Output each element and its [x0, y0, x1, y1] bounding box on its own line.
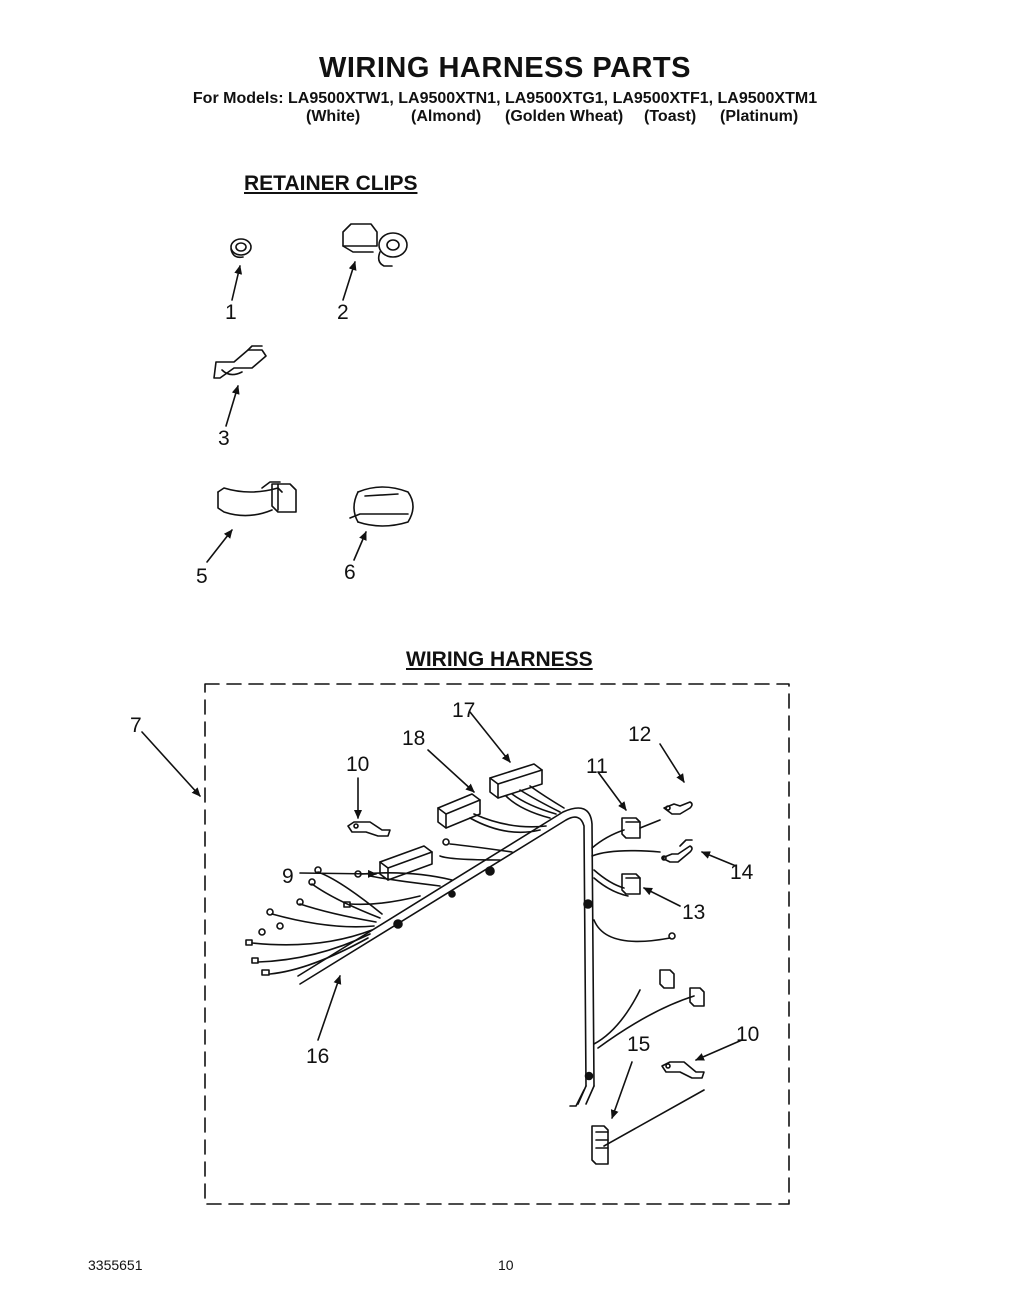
harness-left-branch-wires [251, 843, 513, 975]
callout-12: 12 [628, 723, 652, 746]
harness-terminal-10-upper [347, 821, 391, 837]
harness-tape-markers [393, 866, 594, 1081]
callout-10-upper: 10 [346, 753, 370, 776]
callout-1: 1 [225, 301, 237, 324]
page-title: WIRING HARNESS PARTS [319, 52, 691, 84]
color-toast: (Toast) [644, 108, 697, 125]
page-number: 10 [498, 1257, 514, 1273]
harness-right-branch-wires [591, 829, 705, 1147]
retainer-clip-3 [213, 345, 267, 379]
callout-5: 5 [196, 565, 208, 588]
callout-9: 9 [282, 865, 294, 888]
harness-connector-17 [489, 763, 543, 799]
callout-18: 18 [402, 727, 426, 750]
harness-terminal-10-lower [661, 1061, 705, 1079]
retainer-clip-2 [342, 223, 408, 267]
harness-connector-13 [621, 873, 641, 895]
harness-connector-9 [379, 845, 433, 881]
color-platinum: (Platinum) [720, 108, 799, 125]
harness-terminal-14 [661, 839, 693, 863]
callout-14: 14 [730, 861, 754, 884]
retainer-clips-heading: RETAINER CLIPS [244, 172, 418, 195]
color-almond: (Almond) [411, 108, 482, 125]
callout-2: 2 [337, 301, 349, 324]
retainer-clip-6 [349, 486, 414, 527]
harness-trunk [297, 807, 595, 1105]
harness-connector-15 [591, 1125, 609, 1165]
callout-13: 13 [682, 901, 706, 924]
callout-17: 17 [452, 699, 476, 722]
harness-boundary-box [204, 683, 790, 1205]
harness-connector-11 [621, 817, 661, 839]
harness-connector-18 [437, 793, 481, 829]
harness-connector-mid-right [659, 969, 705, 1007]
models-line: For Models: LA9500XTW1, LA9500XTN1, LA95… [192, 90, 818, 107]
retainer-clip-1 [230, 238, 252, 259]
harness-left-terminals [245, 838, 450, 976]
callout-16: 16 [306, 1045, 330, 1068]
callout-6: 6 [344, 561, 356, 584]
harness-terminal-12 [663, 801, 693, 815]
callout-10-lower: 10 [736, 1023, 760, 1046]
wiring-harness-heading: WIRING HARNESS [406, 648, 593, 671]
callout-3: 3 [218, 427, 230, 450]
callout-7: 7 [130, 714, 142, 737]
callout-11: 11 [586, 755, 608, 778]
document-number: 3355651 [88, 1257, 143, 1273]
callout-15: 15 [627, 1033, 651, 1056]
retainer-clip-5 [217, 481, 297, 517]
color-white: (White) [306, 108, 361, 125]
color-golden-wheat: (Golden Wheat) [505, 108, 624, 125]
